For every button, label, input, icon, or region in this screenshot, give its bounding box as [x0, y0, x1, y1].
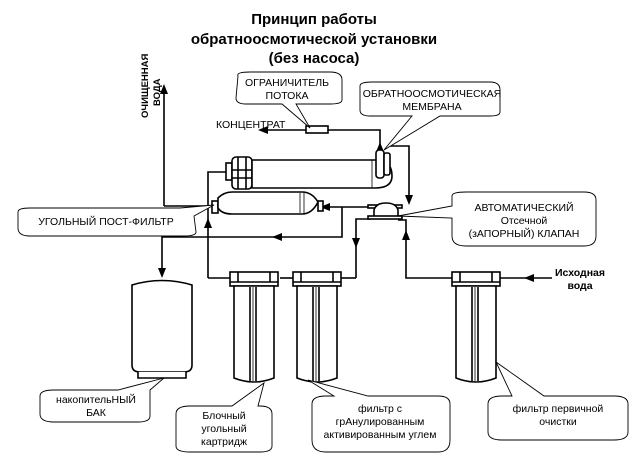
- membrane-port-2: [383, 152, 391, 176]
- purified-water-line-2: ВОДА: [152, 78, 163, 106]
- membrane-inlet-port: [225, 162, 233, 181]
- tank-base: [137, 372, 187, 379]
- purified-water-arrow: [160, 84, 168, 94]
- callout-prefilter-line-2: очистки: [539, 416, 577, 428]
- pipes: [158, 84, 552, 282]
- carbon-post-filter: [211, 191, 324, 215]
- tank-body: [131, 279, 193, 373]
- callout-membrane-line-2: МЕМБРАНА: [402, 101, 461, 113]
- callout-flow-restrictor-line-2: ПОТОКА: [266, 90, 309, 102]
- callout-post-filter-line-1: УГОЛЬНЫЙ ПОСТ-ФИЛЬТР: [38, 215, 173, 228]
- valve-outlet-pipe: [355, 218, 371, 278]
- storage-tank: [131, 279, 193, 379]
- callout-granular-carbon-line-2: грАнулированным: [336, 416, 425, 428]
- membrane-inlet-pipe: [207, 171, 226, 278]
- title-line-2: обратноосмотической установки: [191, 31, 437, 48]
- callout-prefilter: фильтр первичной очистки: [487, 360, 629, 441]
- callout-tank-line-1: накопительНЫЙ: [56, 393, 136, 406]
- membrane-port-1: [375, 149, 385, 179]
- postfilter-in-arrow: [320, 203, 330, 211]
- callout-granular-carbon-line-3: активированным углем: [324, 429, 437, 441]
- callout-membrane: ОБРАТНООСМОТИЧЕСКАЯ МЕМБРАНА: [359, 81, 502, 151]
- callout-shutoff-valve-line-3: (зАПОРНЫЙ) КЛАПАН: [469, 227, 580, 240]
- callout-shutoff-valve-line-1: АВТОМАТИЧЕСКИЙ: [474, 201, 573, 214]
- membrane-body: [251, 159, 393, 189]
- title-line-3: (без насоса): [269, 50, 360, 67]
- sediment-prefilter: [451, 271, 501, 383]
- callout-shutoff-valve-line-2: Отсечной: [501, 215, 548, 227]
- callout-prefilter-line-1: фильтр первичной: [513, 403, 604, 415]
- membrane-cap: [231, 156, 253, 190]
- purified-water-label: ОЧИЩЕННАЯ ВОДА: [140, 54, 163, 118]
- tank-in-arrow: [158, 268, 166, 278]
- callout-block-carbon-line-3: картридж: [201, 436, 247, 448]
- flow-restrictor: [305, 125, 329, 134]
- source-water-line-1: Исходная: [555, 267, 605, 279]
- source-water-arrow: [524, 274, 534, 282]
- filter-bowl: [296, 285, 338, 383]
- callout-post-filter: УГОЛЬНЫЙ ПОСТ-ФИЛЬТР: [17, 204, 215, 237]
- concentrate-label: КОНЦЕНТРАТ: [216, 119, 286, 131]
- callout-granular-carbon: фильтр с грАнулированным активированным …: [307, 379, 451, 453]
- shutoff-valve: [367, 202, 403, 220]
- callout-membrane-line-1: ОБРАТНООСМОТИЧЕСКАЯ: [363, 88, 502, 100]
- callout-shutoff-valve: АВТОМАТИЧЕСКИЙ Отсечной (зАПОРНЫЙ) КЛАПА…: [397, 191, 597, 247]
- purified-water-line-1: ОЧИЩЕННАЯ: [140, 54, 151, 118]
- prefilter-to-valve-pipe: [398, 219, 452, 279]
- filter-bowl: [233, 285, 275, 383]
- concentrate-arrow: [258, 126, 268, 134]
- callout-tank: накопительНЫЙ БАК: [39, 377, 165, 423]
- title-line-1: Принцип работы: [251, 11, 377, 28]
- granular-carbon-filter: [292, 271, 342, 383]
- block-carbon-filter: [229, 271, 279, 383]
- callout-block-carbon: Блочный угольный картридж: [175, 381, 273, 453]
- post-filter-body: [217, 191, 319, 215]
- valve-in-arrow: [402, 230, 410, 240]
- callout-flow-restrictor-line-1: ОГРАНИЧИТЕЛЬ: [245, 77, 329, 89]
- valve-down-arrow: [352, 238, 360, 248]
- diagram-title: Принцип работы обратноосмотической устан…: [191, 11, 437, 67]
- callout-block-carbon-line-2: угольный: [201, 423, 246, 435]
- post-filter-right-port: [317, 200, 324, 212]
- post-filter-left-port: [211, 200, 219, 214]
- source-water-line-2: вода: [567, 280, 592, 292]
- callout-tank-line-2: БАК: [86, 407, 107, 419]
- tank-line-arrow: [272, 233, 282, 241]
- callout-flow-restrictor: ОГРАНИЧИТЕЛЬ ПОТОКА: [235, 71, 343, 129]
- membrane-housing: [225, 149, 393, 190]
- permeate-down-arrow: [405, 195, 413, 205]
- callout-granular-carbon-line-1: фильтр с: [358, 403, 402, 415]
- filter-bowl: [455, 285, 497, 383]
- inlet-up-arrow: [204, 218, 212, 228]
- callout-block-carbon-line-1: Блочный: [202, 410, 245, 422]
- tank-line: [161, 207, 343, 272]
- valve-body: [373, 202, 399, 219]
- concentrate-pipe-a: [328, 129, 381, 152]
- permeate-pipe: [390, 145, 410, 200]
